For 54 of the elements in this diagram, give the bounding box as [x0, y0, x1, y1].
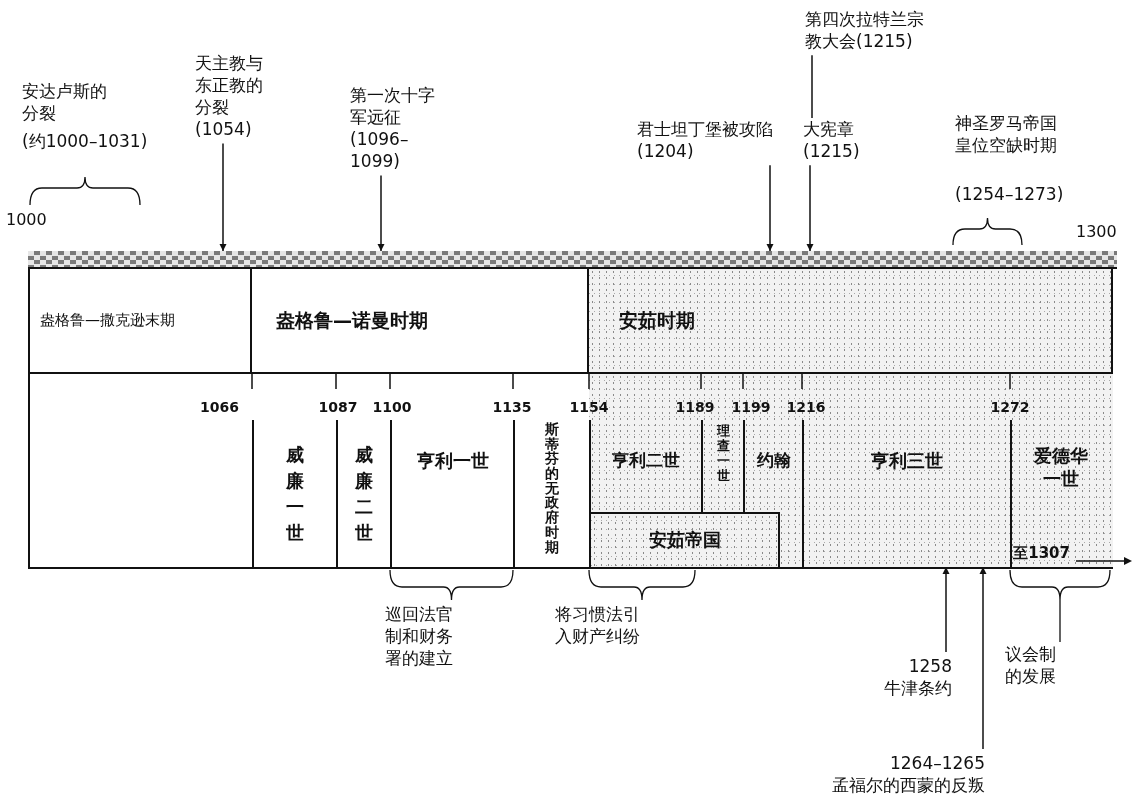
year-label: 1216	[785, 398, 827, 417]
annotation-text: (约1000–1031)	[22, 130, 149, 153]
year-label: 1199	[730, 398, 772, 417]
year-label: 1189	[674, 398, 716, 417]
reign-label: 亨利三世	[871, 450, 943, 473]
end-year-label: 至1307	[1013, 544, 1070, 563]
arrow	[219, 142, 227, 252]
annotation-text: 1000	[6, 210, 48, 231]
event-label: (1054)	[195, 118, 253, 141]
event-label: (1215)	[803, 140, 861, 163]
empire-band	[589, 512, 780, 567]
year-label: 1066	[200, 398, 240, 417]
event-label: 天主教与东正教的分裂	[195, 52, 264, 119]
connector-line	[811, 54, 813, 119]
annotation-text: 巡回法官制和财务署的建立	[385, 603, 454, 670]
annotation-text: 安达卢斯的分裂	[22, 80, 108, 125]
empire-label: 安茹帝国	[648, 529, 721, 552]
event-label: 1264–1265	[888, 752, 985, 775]
event-label: (1096–1099)	[350, 128, 410, 173]
reign-label: 亨利二世	[612, 450, 680, 472]
event-label: 大宪章	[803, 118, 855, 141]
reign-label: 约翰	[756, 450, 791, 472]
annotation-text: 1300	[1076, 222, 1118, 243]
annotation-text: 议会制的发展	[1005, 643, 1057, 688]
arrow	[806, 164, 814, 252]
year-label: 1100	[371, 398, 413, 417]
reign-label: 亨利一世	[416, 450, 489, 473]
timeline-bar	[28, 251, 1117, 269]
event-label: 牛津条约	[883, 677, 952, 700]
event-label: 第一次十字军远征	[350, 84, 436, 129]
event-label: 第四次拉特兰宗教大会(1215)	[805, 8, 925, 53]
reign-label: 威廉二世	[355, 443, 373, 546]
event-label: 1258	[907, 655, 952, 678]
arrow	[942, 566, 950, 653]
year-label: 1154	[568, 398, 610, 417]
annotation-text: 将习惯法引入财产纠纷	[555, 603, 641, 648]
period-label: 安茹时期	[619, 308, 695, 333]
arrow	[979, 566, 987, 750]
reign-label: 斯蒂芬的无政府时期	[545, 422, 559, 555]
reign-label: 理查一世	[716, 424, 730, 484]
period-band	[589, 269, 1113, 374]
annotation-text: 神圣罗马帝国皇位空缺时期	[955, 112, 1058, 157]
reign-label: 威廉一世	[286, 443, 304, 546]
reign-label: 爱德华一世	[1033, 445, 1089, 490]
arrow	[377, 174, 385, 252]
period-label: 盎格鲁—撒克逊末期	[40, 311, 175, 330]
annotation-text: (1254–1273)	[955, 183, 1065, 206]
year-label: 1087	[317, 398, 359, 417]
year-label: 1272	[989, 398, 1031, 417]
event-label: 孟福尔的西蒙的反叛	[831, 774, 985, 797]
event-label: 君士坦丁堡被攻陷 (1204)	[637, 118, 774, 163]
arrow	[766, 164, 774, 252]
year-label: 1135	[491, 398, 533, 417]
period-label: 盎格鲁—诺曼时期	[276, 308, 428, 333]
